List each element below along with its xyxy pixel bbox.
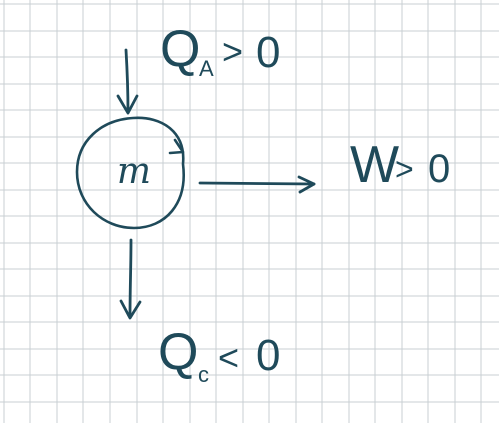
heat-out-value: 0 [256,331,280,380]
work-out-relation: > [395,151,414,187]
engine-label: m [117,151,151,192]
work-out-symbol: W [350,136,399,194]
heat-in-arrow-icon [116,48,139,115]
engine: m [75,116,185,230]
heat-out-subscript: c [198,362,209,387]
heat-in-subscript: A [199,56,214,81]
heat-in-value: 0 [256,28,280,77]
circulation-arrow-icon [168,138,185,155]
heat-in-label: Q A > 0 [160,20,280,81]
heat-in-symbol: Q [160,20,200,78]
heat-out-arrow-icon [119,238,142,320]
engine-circle [75,116,185,230]
heat-out-relation: < [218,337,239,378]
work-out-label: W > 0 [350,136,450,194]
heat-in-relation: > [222,31,243,72]
heat-out-symbol: Q [158,323,198,381]
work-out-arrow-icon [198,175,316,194]
work-out-value: 0 [428,147,450,191]
heat-out-label: Q c < 0 [158,323,280,387]
